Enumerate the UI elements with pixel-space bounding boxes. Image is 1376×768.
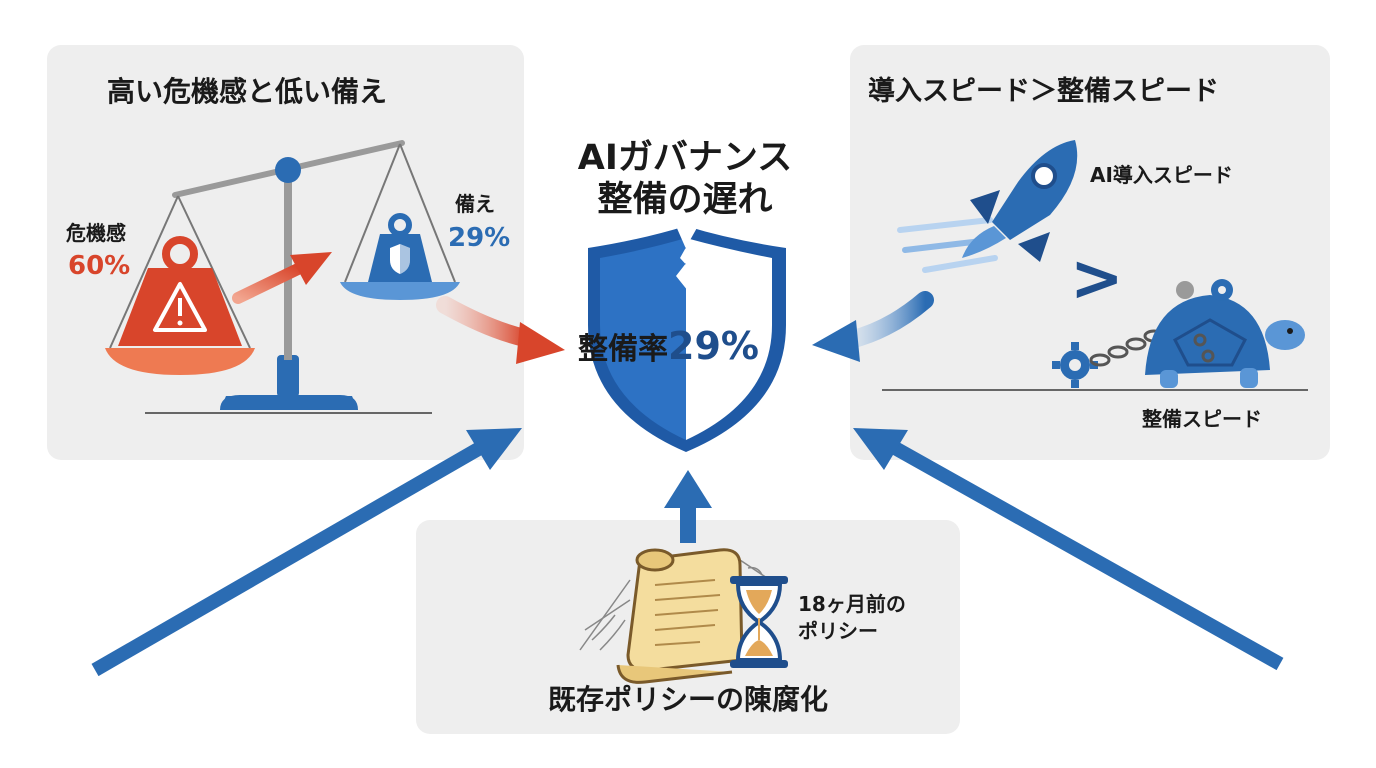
center-title-line2: 整備の遅れ (597, 180, 773, 220)
cobweb-icon (579, 559, 771, 651)
greater-than-symbol: > (1070, 242, 1124, 316)
crisis-panel-title: 高い危機感と低い備え (107, 75, 388, 108)
arrow-bottom-left (91, 428, 522, 677)
prep-value: 29% (448, 223, 511, 253)
speed-panel-title: 導入スピード＞整備スピード (868, 76, 1219, 107)
gov-speed-label: 整備スピード (1142, 407, 1262, 431)
balance-scale-icon (105, 140, 460, 414)
rate-value: 29% (668, 324, 759, 368)
crisis-label: 危機感 (66, 221, 126, 245)
policy-note-line2: ポリシー (798, 619, 878, 643)
arrow-bottom-right (853, 428, 1284, 671)
light-weight-shield-icon (368, 213, 432, 282)
ai-speed-label: AI導入スピード (1090, 163, 1233, 187)
arrow-bottom-up (664, 470, 712, 543)
governance-rate: 整備率29% (578, 324, 759, 369)
policy-note-line1: 18ヶ月前の (798, 592, 906, 616)
rocket-icon (962, 140, 1078, 262)
arrow-crisis-to-shield (436, 296, 565, 364)
old-policy-scroll-icon (616, 548, 744, 684)
rate-label: 整備率 (578, 332, 668, 367)
center-title-line1: AIガバナンス (577, 138, 793, 178)
heavy-weight-warning-icon (118, 236, 242, 346)
crisis-value: 60% (68, 251, 131, 281)
arrow-speed-to-shield (812, 291, 934, 362)
arrow-crisis-to-prep (232, 252, 332, 304)
gear-icon (1052, 342, 1098, 388)
prep-label: 備え (455, 192, 495, 216)
turtle-icon (1145, 279, 1305, 388)
cracked-shield-icon (588, 226, 786, 452)
hourglass-icon (730, 576, 788, 668)
policy-panel-title: 既存ポリシーの陳腐化 (547, 683, 828, 716)
